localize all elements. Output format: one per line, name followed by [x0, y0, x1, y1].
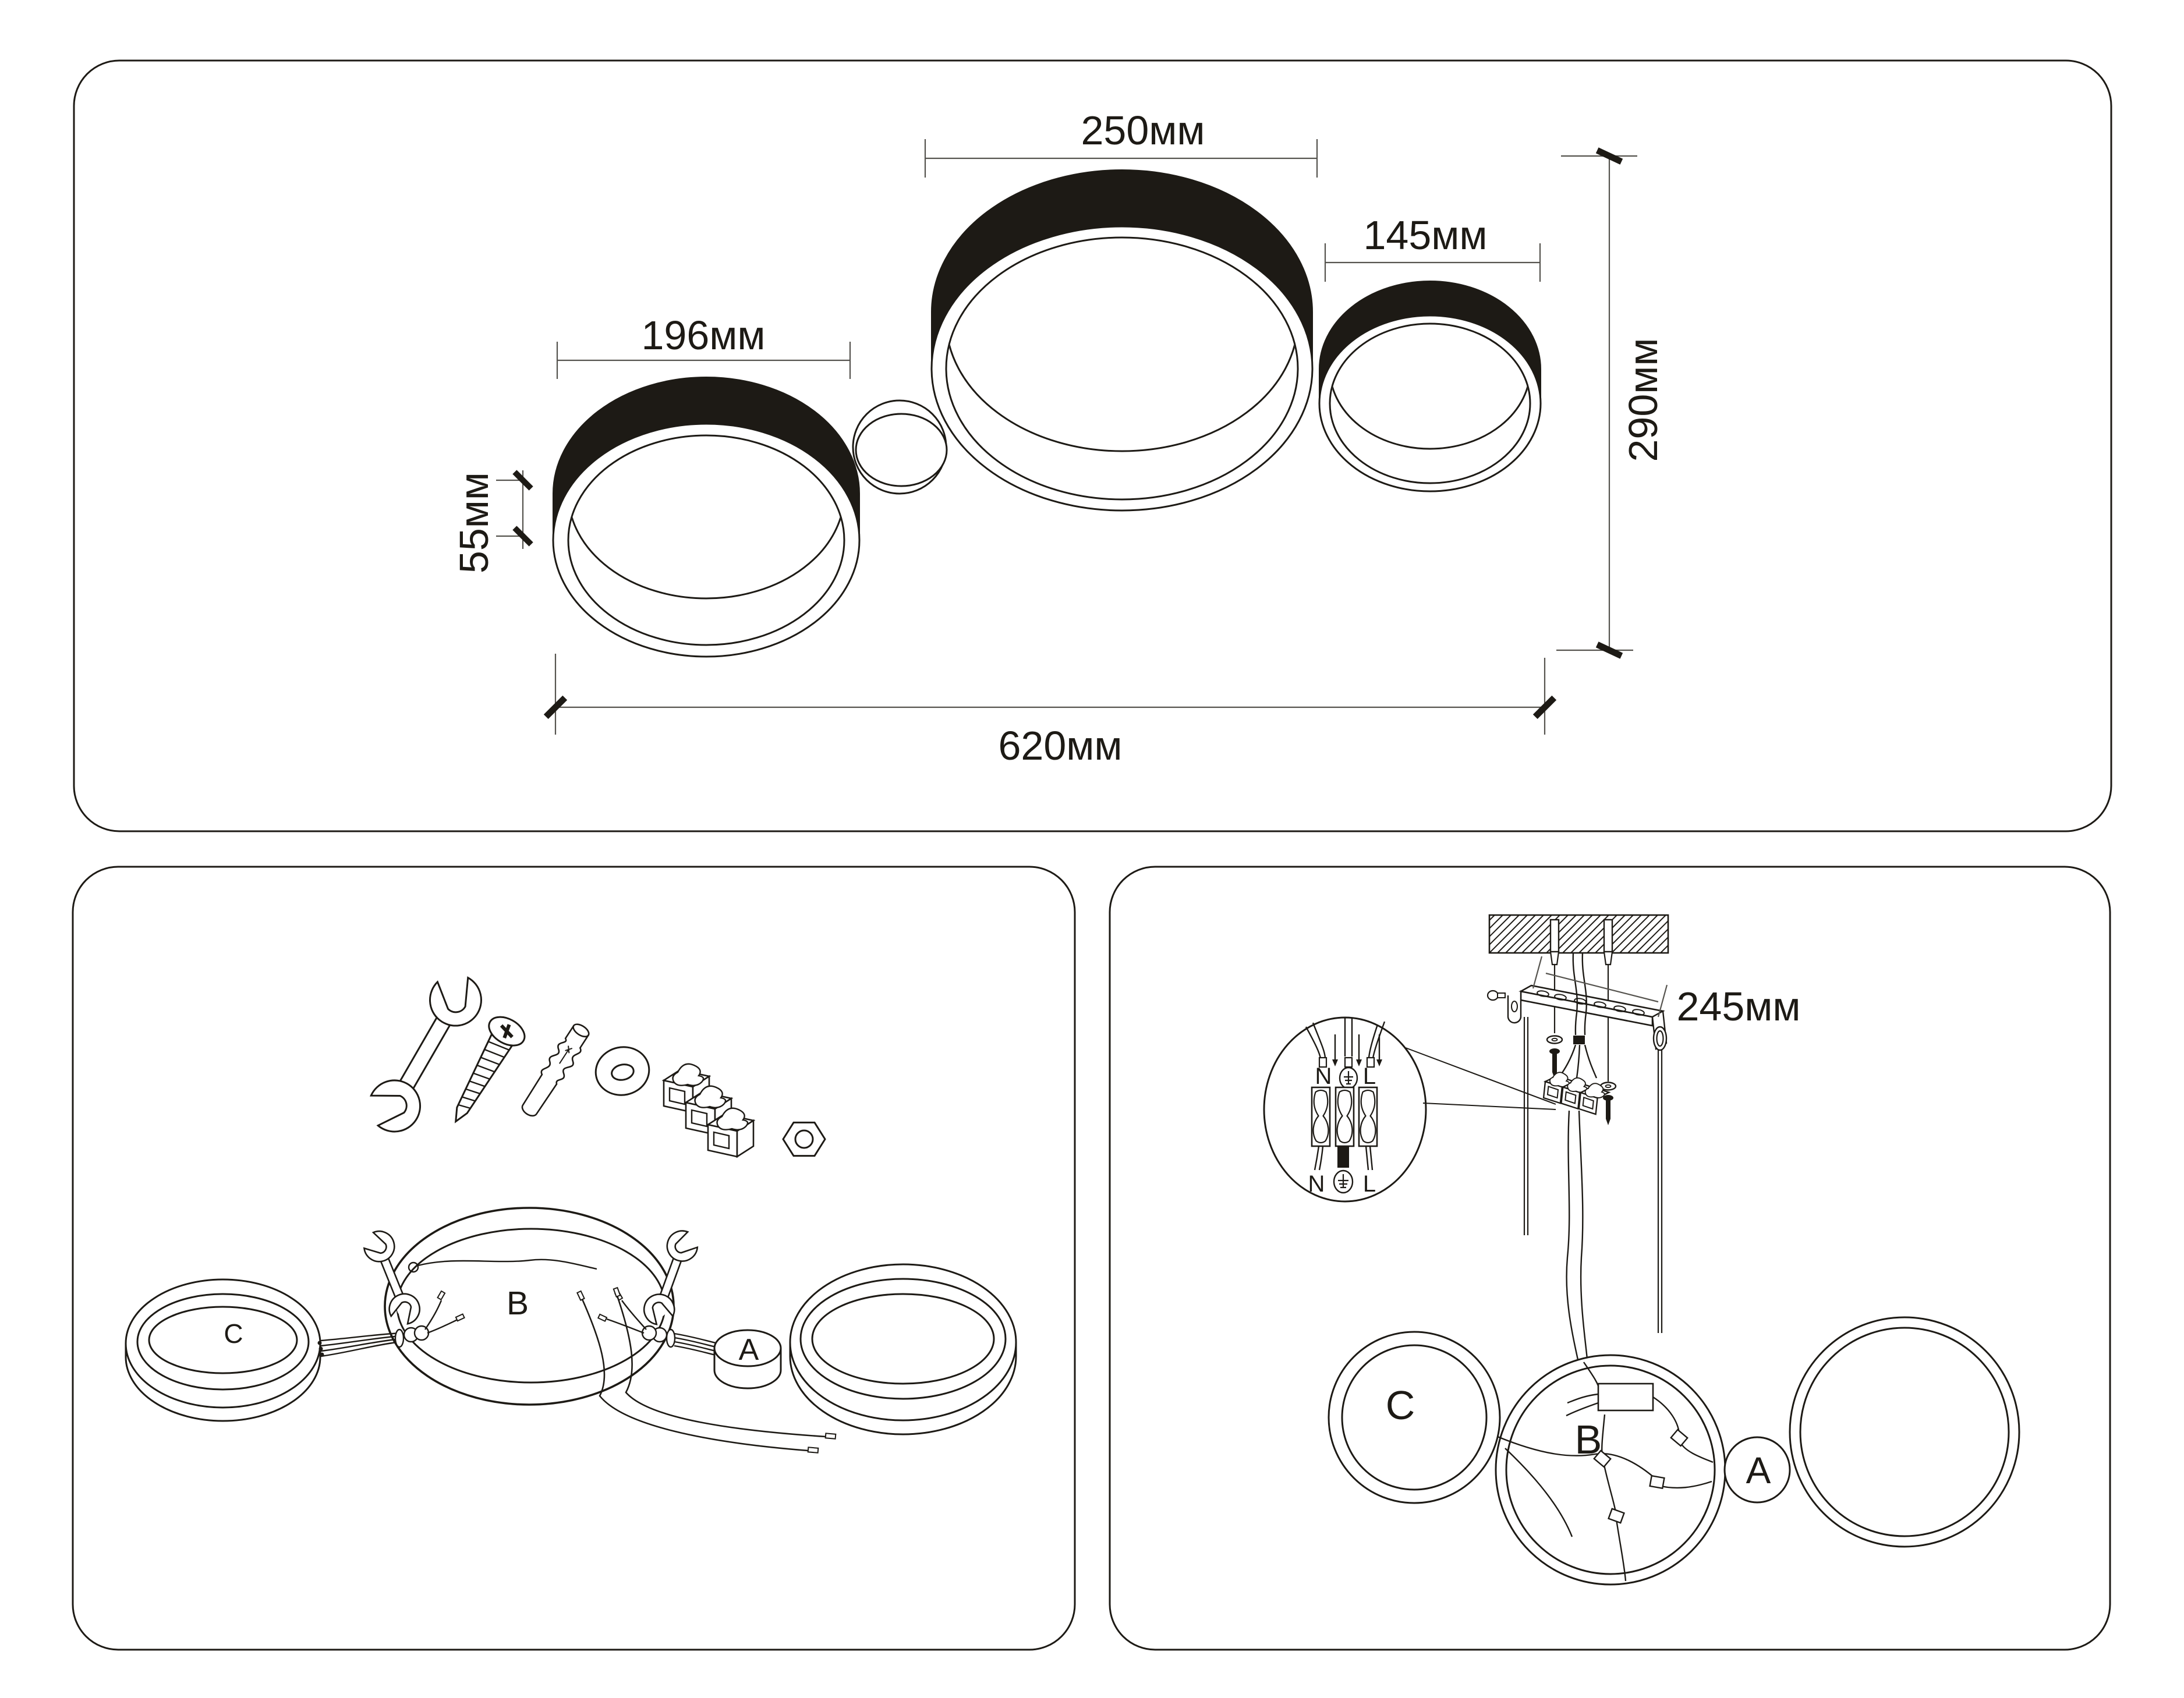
svg-text:B: B — [507, 1285, 529, 1322]
svg-text:N: N — [1308, 1171, 1325, 1197]
svg-text:250мм: 250мм — [1081, 108, 1205, 153]
svg-text:L: L — [1363, 1064, 1376, 1089]
svg-text:145мм: 145мм — [1363, 212, 1487, 258]
svg-text:C: C — [1386, 1382, 1415, 1428]
svg-text:L: L — [1363, 1171, 1376, 1197]
svg-text:A: A — [1746, 1449, 1771, 1491]
svg-text:245мм: 245мм — [1676, 984, 1800, 1029]
svg-text:C: C — [224, 1318, 243, 1349]
svg-text:196мм: 196мм — [641, 313, 765, 358]
svg-text:N: N — [1315, 1064, 1332, 1089]
svg-text:55мм: 55мм — [451, 472, 497, 573]
svg-text:A: A — [739, 1333, 759, 1367]
svg-text:290мм: 290мм — [1620, 338, 1666, 462]
svg-text:620мм: 620мм — [998, 723, 1122, 768]
